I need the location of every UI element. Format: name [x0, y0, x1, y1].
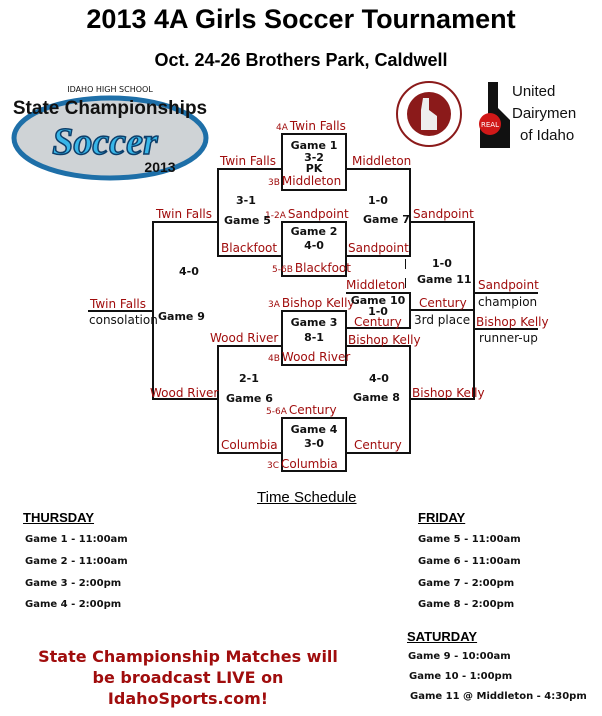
game4-label: Game 4	[290, 423, 338, 436]
schedule-title: Time Schedule	[257, 489, 357, 506]
schedule-item: Game 7 - 2:00pm	[418, 578, 515, 589]
game1-score: 3-2	[304, 151, 324, 164]
game9-label: Game 9	[158, 310, 205, 323]
game7-score: 1-0	[368, 194, 388, 207]
game5-score: 3-1	[236, 194, 256, 207]
consolation-note: consolation	[89, 313, 158, 327]
svg-text:Dairymen: Dairymen	[512, 105, 576, 122]
game10-label: Game 10	[350, 294, 406, 307]
game5-bottom-team: Blackfoot	[221, 241, 278, 255]
game8-top-team: Bishop Kelly	[348, 333, 421, 347]
schedule-item: Game 5 - 11:00am	[418, 534, 521, 545]
game9-bottom-team: Wood River	[150, 386, 219, 400]
schedule-item: Game 1 - 11:00am	[25, 534, 128, 545]
schedule-item: Game 11 @ Middleton - 4:30pm	[410, 691, 587, 702]
third-place-note: 3rd place	[414, 313, 471, 327]
svg-text:IDAHO HIGH SCHOOL: IDAHO HIGH SCHOOL	[67, 85, 153, 94]
svg-text:Soccer: Soccer	[52, 121, 159, 163]
game6-top-team: Wood River	[210, 331, 279, 345]
game5-top-team: Twin Falls	[220, 154, 276, 168]
game8-label: Game 8	[353, 391, 400, 404]
game9-score: 4-0	[179, 265, 199, 278]
game11-top-team: Sandpoint	[413, 207, 474, 221]
svg-text:State Championships: State Championships	[13, 98, 207, 119]
united-dairymen-logo: REAL United Dairymen of Idaho	[479, 82, 576, 148]
schedule-item: Game 6 - 11:00am	[418, 556, 521, 567]
game1-label: Game 1	[290, 139, 338, 152]
game8-bottom-team: Century	[354, 438, 402, 452]
game11-bottom-team: Bishop Kelly	[412, 386, 485, 400]
svg-text:United: United	[512, 83, 555, 100]
game8-score: 4-0	[369, 372, 389, 385]
game7-bottom-team: Sandpoint	[348, 241, 409, 255]
game3-score: 8-1	[304, 331, 324, 344]
champion-note: champion	[478, 295, 538, 309]
game4-score: 3-0	[304, 437, 324, 450]
ihsaa-seal-logo	[396, 81, 462, 147]
runner-up-note: runner-up	[479, 331, 538, 345]
consolation-winner: Twin Falls	[90, 297, 146, 311]
svg-text:REAL: REAL	[481, 121, 499, 129]
runner-up-team: Bishop Kelly	[476, 315, 549, 329]
broadcast-line-2: be broadcast LIVE on IdahoSports.com!	[92, 668, 284, 708]
game6-bottom-team: Columbia	[221, 438, 278, 452]
schedule-item: Game 8 - 2:00pm	[418, 599, 515, 610]
champion-team: Sandpoint	[478, 278, 539, 292]
page-subtitle: Oct. 24-26 Brothers Park, Caldwell	[154, 50, 448, 70]
game1-pk: PK	[305, 162, 323, 175]
game10-score: 1-0	[368, 305, 388, 318]
game6-label: Game 6	[226, 392, 273, 405]
thursday-heading: THURSDAY	[23, 510, 95, 525]
game5-label: Game 5	[224, 214, 271, 227]
game7-top-team: Middleton	[352, 154, 412, 168]
schedule-item: Game 4 - 2:00pm	[25, 599, 122, 610]
game6-score: 2-1	[239, 372, 259, 385]
schedule-item: Game 2 - 11:00am	[25, 556, 128, 567]
schedule-item: Game 3 - 2:00pm	[25, 578, 122, 589]
schedule-item: Game 9 - 10:00am	[408, 651, 511, 662]
game2-score: 4-0	[304, 239, 324, 252]
broadcast-line-1: State Championship Matches will	[38, 647, 338, 666]
third-place-team: Century	[419, 296, 467, 310]
page-title: 2013 4A Girls Soccer Tournament	[86, 4, 516, 34]
game2-label: Game 2	[290, 225, 338, 238]
state-championships-soccer-logo: IDAHO HIGH SCHOOL State Championships So…	[11, 85, 209, 181]
game3-label: Game 3	[290, 316, 338, 329]
schedule-item: Game 10 - 1:00pm	[409, 671, 513, 682]
game11-score: 1-0	[432, 257, 452, 270]
game10-bottom-team: Century	[354, 315, 402, 329]
svg-text:2013: 2013	[144, 159, 175, 175]
game7-label: Game 7	[363, 213, 410, 226]
game10-top-team: Middleton	[346, 278, 406, 292]
svg-text:of Idaho: of Idaho	[520, 127, 574, 144]
game11-label: Game 11	[417, 273, 472, 286]
saturday-heading: SATURDAY	[407, 629, 478, 644]
game9-top-team: Twin Falls	[156, 207, 212, 221]
broadcast-notice: State Championship Matches will be broad…	[10, 646, 366, 709]
friday-heading: FRIDAY	[418, 510, 466, 525]
